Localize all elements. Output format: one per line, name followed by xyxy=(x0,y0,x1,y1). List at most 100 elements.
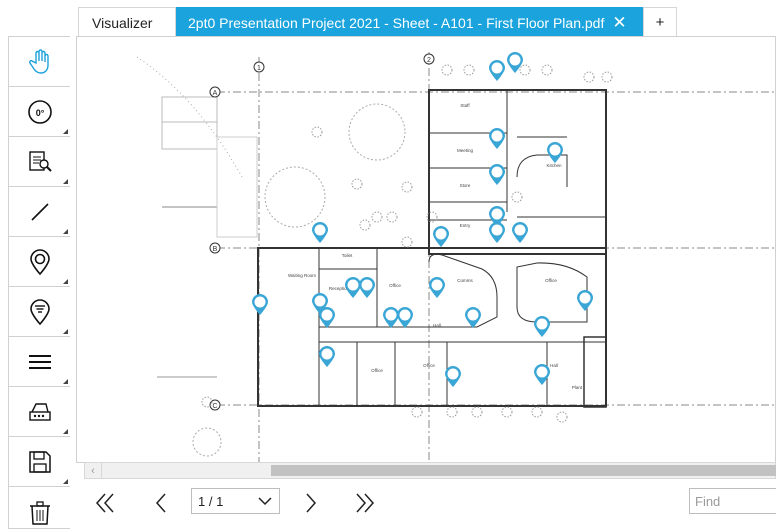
shrub-icon xyxy=(463,64,475,76)
location-pin-marker[interactable] xyxy=(489,164,505,185)
horizontal-scrollbar[interactable]: ‹ xyxy=(84,462,776,479)
grid-label-2: 2 xyxy=(427,57,431,64)
location-pin-marker[interactable] xyxy=(507,52,523,73)
location-pin-marker[interactable] xyxy=(319,307,335,328)
hand-pan-tool[interactable] xyxy=(9,37,70,87)
first-page-button[interactable] xyxy=(90,488,120,518)
add-tab-button[interactable]: + xyxy=(643,7,677,37)
chevron-down-icon xyxy=(258,497,272,506)
hand-pan-icon xyxy=(28,48,49,74)
tab-document[interactable]: 2pt0 Presentation Project 2021 - Sheet -… xyxy=(176,7,643,37)
location-pin-marker[interactable] xyxy=(489,206,505,227)
save-tool[interactable] xyxy=(9,437,70,487)
shrub-icon xyxy=(471,406,483,418)
next-page-button[interactable] xyxy=(296,488,326,518)
location-pin-marker[interactable] xyxy=(534,364,550,385)
document-search-tool[interactable] xyxy=(9,137,70,187)
location-pin-marker[interactable] xyxy=(383,307,399,328)
shrub-icon xyxy=(556,411,568,423)
shrub-icon xyxy=(401,181,413,193)
location-pin-marker[interactable] xyxy=(489,60,505,81)
location-pin-marker[interactable] xyxy=(512,222,528,243)
floor-plan: 1 2 A B C Waiting RoomToiletReceptionOff… xyxy=(136,52,775,462)
grid-label-c: C xyxy=(212,403,217,410)
page-navigation: 1 / 1 xyxy=(76,480,776,529)
shrub-icon xyxy=(401,236,413,248)
page-value: 1 / 1 xyxy=(198,493,224,509)
room-label: Hall xyxy=(433,323,441,328)
double-chevron-right-icon xyxy=(356,493,375,513)
rotate-label: 0° xyxy=(35,108,44,118)
location-pin-marker[interactable] xyxy=(445,366,461,387)
previous-page-button[interactable] xyxy=(146,488,176,518)
menu-lines-icon xyxy=(28,354,51,369)
room-label: Staff xyxy=(460,103,470,108)
shrub-icon xyxy=(411,406,423,418)
location-pin-marker[interactable] xyxy=(534,316,550,337)
location-pin-marker[interactable] xyxy=(489,222,505,243)
room-label: Office xyxy=(423,363,435,368)
stamp-icon xyxy=(28,402,51,421)
location-pin-icon xyxy=(29,248,50,275)
chevron-left-icon xyxy=(155,493,166,513)
close-icon[interactable]: ✕ xyxy=(612,13,627,32)
chevron-right-icon xyxy=(306,493,317,513)
tab-visualizer-label: Visualizer xyxy=(92,14,153,31)
menu-lines-tool[interactable] xyxy=(9,337,70,387)
room-label: Kitchen xyxy=(546,163,562,168)
filter-pin-icon xyxy=(29,298,50,325)
room-label: Waiting Room xyxy=(288,273,316,278)
stamp-tool[interactable] xyxy=(9,387,70,437)
location-pin-marker[interactable] xyxy=(319,346,335,367)
location-pin-marker[interactable] xyxy=(547,142,563,163)
room-label: Reception xyxy=(329,286,350,291)
left-toolbar: 0° xyxy=(8,36,70,529)
shrub-icon xyxy=(386,211,398,223)
room-label: Entry xyxy=(460,223,471,228)
scroll-left-arrow-icon[interactable]: ‹ xyxy=(85,463,102,478)
location-pin-tool[interactable] xyxy=(9,237,70,287)
location-pin-marker[interactable] xyxy=(577,290,593,311)
shrub-icon xyxy=(441,64,453,76)
shrub-icon xyxy=(311,126,323,138)
last-page-button[interactable] xyxy=(350,488,380,518)
location-pin-marker[interactable] xyxy=(429,277,445,298)
scrollbar-thumb[interactable] xyxy=(271,465,776,476)
location-pin-marker[interactable] xyxy=(465,307,481,328)
delete-icon xyxy=(29,500,50,525)
delete-tool[interactable] xyxy=(9,487,70,528)
shrub-icon xyxy=(371,211,383,223)
location-pin-marker[interactable] xyxy=(489,128,505,149)
shrub-icon xyxy=(519,64,531,76)
rotate-tool[interactable]: 0° xyxy=(9,87,70,137)
room-label: Office xyxy=(545,278,557,283)
rotate-icon: 0° xyxy=(27,99,52,124)
room-label: Comms xyxy=(457,278,473,283)
shrub-icon xyxy=(201,396,213,408)
location-pin-marker[interactable] xyxy=(252,294,268,315)
shrub-icon xyxy=(583,71,595,83)
shrub-icon xyxy=(426,211,438,223)
location-pin-marker[interactable] xyxy=(359,277,375,298)
line-tool[interactable] xyxy=(9,187,70,237)
shrub-icon xyxy=(501,406,513,418)
page-select[interactable]: 1 / 1 xyxy=(191,488,280,514)
find-input[interactable] xyxy=(689,488,776,514)
location-pin-marker[interactable] xyxy=(433,226,449,247)
location-pin-marker[interactable] xyxy=(397,307,413,328)
location-pin-marker[interactable] xyxy=(345,277,361,298)
filter-pin-tool[interactable] xyxy=(9,287,70,337)
room-label: Store xyxy=(460,183,471,188)
shrub-icon xyxy=(359,219,371,231)
line-tool-icon xyxy=(30,202,49,221)
grid-label-b: B xyxy=(213,246,218,253)
tab-visualizer[interactable]: Visualizer xyxy=(78,7,176,37)
location-pin-marker[interactable] xyxy=(312,222,328,243)
tab-bar: Visualizer 2pt0 Presentation Project 202… xyxy=(78,7,677,37)
room-label: Plant xyxy=(572,385,583,390)
shrub-icon xyxy=(351,178,363,190)
room-label: Office xyxy=(371,368,383,373)
shrub-icon xyxy=(446,406,458,418)
grid-label-a: A xyxy=(213,90,218,97)
